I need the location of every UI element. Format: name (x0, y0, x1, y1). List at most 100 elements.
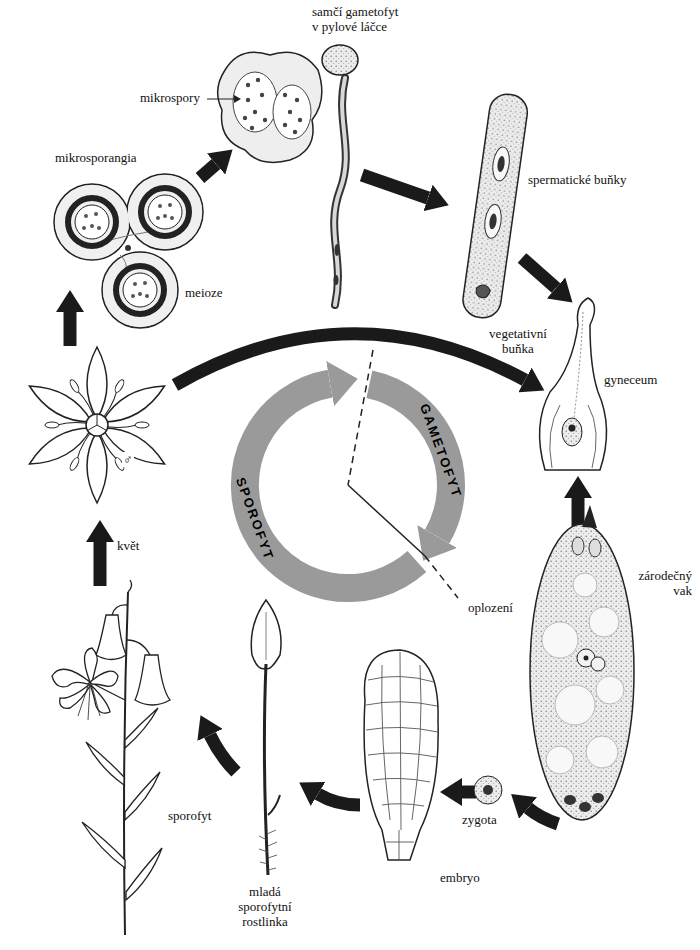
phase-ring-part (348, 350, 373, 485)
microsporangia-drawing-part (54, 184, 130, 260)
lily-plant-drawing-part (126, 848, 162, 900)
microsporangia-drawing-part-part (158, 204, 162, 208)
gynoecium-drawing-part (540, 298, 607, 470)
embryo-sac-drawing-part (591, 657, 605, 671)
anther-drawing-part-part (283, 123, 287, 127)
microsporangia-drawing-part-part (133, 282, 137, 286)
pollen-tube-drawing-part (334, 275, 339, 285)
embryo-drawing (364, 650, 438, 860)
lily-plant-drawing-part (86, 742, 124, 785)
lily-plant-drawing-part (124, 592, 128, 935)
tube-closeup-drawing-part (488, 213, 497, 230)
microsporangia-drawing-part-part (168, 203, 172, 207)
stage-label: samčí gametofyt v pylové láčce (312, 4, 404, 34)
embryo-sac-drawing-part-part (542, 622, 578, 658)
microsporangia-drawing-part (82, 203, 174, 298)
phase-label: SPOROFYT (233, 475, 277, 562)
embryo-drawing-part-part (368, 753, 436, 757)
zygote-drawing (474, 776, 502, 804)
microsporangia-drawing-part-part (90, 224, 94, 228)
stage-label: sporofyt (168, 808, 211, 823)
anther-drawing-part-part (293, 130, 297, 134)
pollen-tube-drawing-part (334, 78, 346, 305)
gynoecium-drawing (540, 298, 607, 470)
phase-label: GAMETOFYT (417, 402, 465, 501)
seedling-drawing-part (259, 830, 277, 870)
anther-drawing-part-part (298, 118, 302, 122)
microsporangia-drawing-part-part (143, 281, 147, 285)
zygote-drawing-part (483, 785, 493, 795)
microsporangia-drawing-part-part (170, 216, 174, 220)
stage-label: zygota (462, 812, 497, 827)
embryo-drawing-part-part (366, 727, 438, 732)
tube-closeup-drawing-part (461, 92, 530, 320)
gynoecium-drawing-part (569, 425, 576, 432)
microsporangia-drawing-part (125, 245, 131, 251)
embryo-sac-drawing-part (592, 793, 604, 803)
seedling-drawing-part (264, 664, 268, 875)
lily-plant-drawing-part (84, 648, 97, 682)
pollen-tube-drawing (322, 45, 358, 305)
embryo-sac-drawing-part (542, 573, 624, 774)
flower-drawing-part (24, 347, 169, 503)
microsporangia-drawing-part-part (138, 292, 142, 296)
lily-plant-drawing-part (125, 772, 160, 820)
embryo-sac-drawing-part (589, 539, 601, 557)
embryo-drawing-part-part (412, 665, 421, 820)
embryo-drawing-part-part (368, 676, 434, 682)
process-label: meioze (185, 285, 223, 300)
embryo-sac-drawing (530, 505, 634, 820)
lily-plant-drawing-part (125, 708, 158, 748)
tube-closeup-drawing-part (496, 156, 505, 173)
embryo-sac-drawing-part (579, 802, 591, 812)
microsporangia-drawing-part-part (145, 294, 149, 298)
part-label: mikrospory (140, 90, 200, 105)
flower-drawing-part (45, 378, 149, 471)
embryo-sac-drawing-part-part (586, 736, 618, 768)
gynoecium-drawing-part (550, 405, 596, 468)
anther-drawing-part (243, 78, 302, 134)
embryo-drawing-part-part (382, 665, 390, 820)
flower-drawing-part-part-part (45, 422, 59, 428)
embryo-sac-drawing-part-part (555, 685, 595, 725)
flower-drawing (24, 347, 169, 503)
microsporangia-drawing-part (68, 188, 189, 314)
embryo-drawing-part-part (366, 702, 437, 706)
microsporangia-drawing-part (128, 175, 202, 249)
process-label: oplození (468, 600, 513, 615)
embryo-sac-drawing-part-part (573, 573, 597, 597)
microsporangia-drawing-part-part (94, 212, 98, 216)
lily-plant-drawing-part (90, 671, 118, 686)
microsporangia-drawing-part-part (141, 188, 189, 236)
embryo-sac-drawing-part (582, 505, 597, 528)
anther-drawing-part-part (246, 83, 250, 87)
microsporangia-drawing-part-part (156, 216, 160, 220)
lily-plant-drawing-part (91, 685, 110, 713)
cycle-arrow-part (522, 258, 556, 288)
part-label: zárodečný vak (628, 568, 692, 598)
part-label: květ (117, 538, 139, 553)
stage-label: mladá sporofytní rostlinka (226, 884, 304, 929)
seedling-drawing-part (266, 612, 267, 660)
part-label: spermatické buňky (528, 172, 627, 187)
embryo-sac-drawing-part-part (596, 676, 624, 704)
embryo-drawing-part-part (399, 830, 400, 860)
anther-drawing-part-part (283, 93, 287, 97)
tube-closeup-drawing-part (483, 203, 504, 239)
embryo-sac-drawing-part (572, 537, 584, 555)
pollen-tube-drawing-part (334, 78, 346, 305)
anther-drawing-part (207, 99, 234, 100)
cycle-arrow-part (210, 735, 236, 772)
flower-drawing-part (88, 414, 107, 431)
embryo-drawing-part (366, 652, 438, 860)
embryo-drawing-part-part (400, 652, 401, 830)
phase-ring (245, 350, 458, 598)
flower-drawing-part-part-part (68, 456, 80, 471)
lily-plant-drawing-part (60, 684, 90, 708)
pollen-tube-drawing-part (335, 244, 340, 256)
anther-drawing-part-part (253, 110, 257, 114)
lily-plant-drawing-part (78, 686, 100, 720)
gynoecium-drawing-part (574, 312, 583, 418)
